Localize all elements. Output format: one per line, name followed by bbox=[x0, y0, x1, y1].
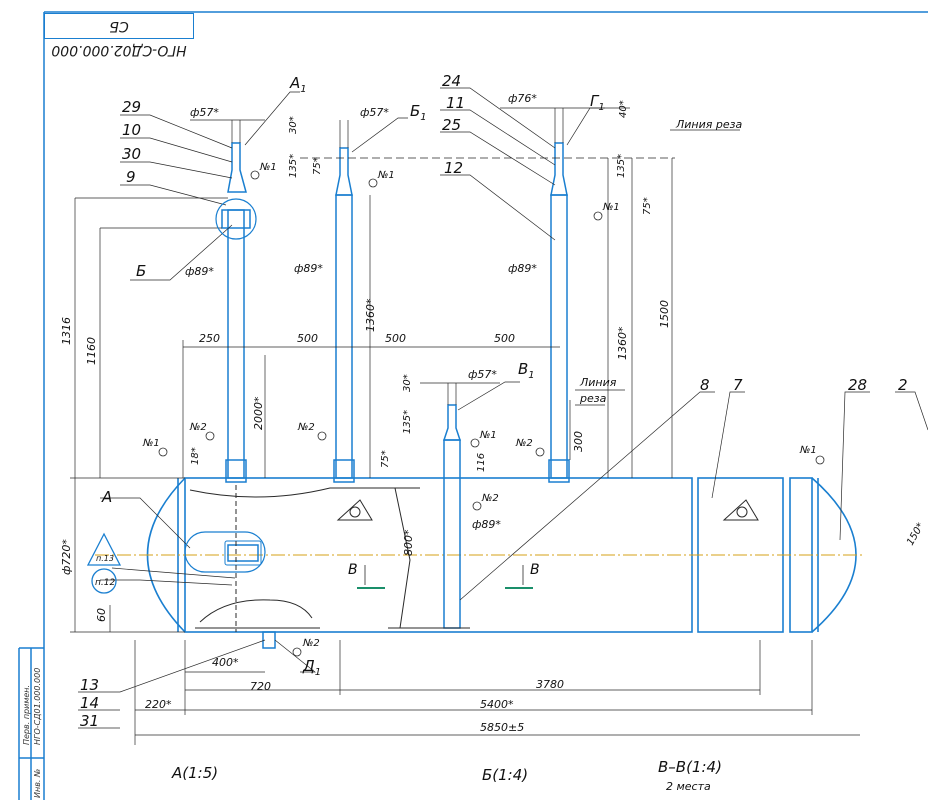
dim-h300: 300 bbox=[572, 431, 585, 452]
dim-h40: 40* bbox=[618, 100, 629, 118]
dim-d89: ф89* bbox=[508, 262, 537, 275]
dim-d89: ф89* bbox=[472, 518, 501, 531]
cut-line-label-2a: Линия bbox=[579, 376, 617, 389]
weld-label: №2 bbox=[481, 493, 499, 504]
weld-label: №1 bbox=[602, 202, 620, 213]
view-title-a: А(1:5) bbox=[171, 764, 218, 782]
view-label-a: А bbox=[101, 488, 112, 506]
weld-label: №2 bbox=[189, 422, 207, 433]
dim-h720: ф720* bbox=[60, 539, 73, 575]
weld-symbols bbox=[158, 170, 825, 657]
weld-label: №1 bbox=[479, 430, 497, 441]
drawing-frame bbox=[18, 11, 928, 800]
weld-label: №1 bbox=[142, 438, 160, 449]
side-text-first-use: Перв. примен. bbox=[22, 684, 31, 745]
dim-w250: 250 bbox=[199, 332, 220, 345]
dim-h116: 116 bbox=[476, 453, 487, 472]
dim-w5400: 5400* bbox=[480, 698, 514, 711]
weld-label: №1 bbox=[259, 162, 277, 173]
dim-d89: ф89* bbox=[185, 265, 214, 278]
dim-w720: 720 bbox=[250, 680, 271, 693]
callout-8: 8 bbox=[700, 376, 710, 394]
inner-details bbox=[189, 485, 759, 632]
weld-circle-symbol bbox=[91, 568, 117, 594]
dim-w500: 500 bbox=[385, 332, 406, 345]
weld-mark-p13: п.13 bbox=[96, 554, 114, 563]
view-title-vv: 2 места bbox=[666, 780, 711, 793]
side-text-inv: Инв. № bbox=[33, 768, 42, 798]
dim-h135: 135* bbox=[402, 410, 413, 434]
dim-h75: 75* bbox=[312, 157, 323, 175]
dim-w400: 400* bbox=[212, 656, 239, 669]
callout-7: 7 bbox=[733, 376, 743, 394]
view-label-b: Б bbox=[136, 262, 146, 280]
cut-line-label-2b: реза bbox=[579, 392, 607, 405]
callout-25: 25 bbox=[442, 116, 461, 134]
view-title-b: Б(1:4) bbox=[482, 766, 528, 784]
dim-h135: 135* bbox=[288, 154, 299, 178]
dim-d76: ф76* bbox=[508, 92, 537, 105]
dim-a150: 150* bbox=[905, 521, 927, 547]
weld-mark-p12: п.12 bbox=[95, 578, 115, 588]
dim-h1360: 1360* bbox=[616, 326, 629, 360]
weld-label: №1 bbox=[377, 170, 395, 181]
weld-triangle-symbol bbox=[86, 532, 122, 566]
dim-d57: ф57* bbox=[360, 106, 389, 119]
weld-detail-circle bbox=[215, 198, 257, 240]
dim-h800: 800* bbox=[402, 529, 415, 556]
dim-w500: 500 bbox=[494, 332, 515, 345]
dim-w3780: 3780 bbox=[536, 678, 564, 691]
dim-h2000: 2000* bbox=[252, 396, 265, 430]
callout-11: 11 bbox=[446, 94, 465, 112]
detail-a-outline bbox=[184, 531, 266, 573]
callout-24: 24 bbox=[442, 72, 461, 90]
view-label-g1: Г1 bbox=[590, 92, 605, 113]
weld-label: №1 bbox=[799, 445, 817, 456]
dim-h30: 30* bbox=[402, 374, 413, 392]
dim-h1500: 1500 bbox=[658, 300, 671, 328]
view-label-b1: Б1 bbox=[410, 102, 427, 123]
view-label-d1: Д1 bbox=[302, 657, 321, 678]
dim-w500: 500 bbox=[297, 332, 318, 345]
view-label-v1: В1 bbox=[518, 360, 535, 381]
section-label-v-right: В bbox=[530, 562, 540, 578]
weld-label: №2 bbox=[515, 438, 533, 449]
cut-line-label: Линия реза bbox=[675, 118, 742, 131]
callout-31: 31 bbox=[80, 712, 99, 730]
leader-lines bbox=[78, 87, 928, 729]
callout-9: 9 bbox=[126, 168, 136, 186]
view-title-vv-heading: В–В(1:4) bbox=[658, 758, 722, 776]
view-label-a1: А1 bbox=[289, 74, 307, 95]
weld-label: №2 bbox=[302, 638, 320, 649]
dim-w220: 220* bbox=[145, 698, 172, 711]
callout-12: 12 bbox=[444, 159, 463, 177]
callout-2: 2 bbox=[898, 376, 908, 394]
dim-d89: ф89* bbox=[294, 262, 323, 275]
dim-w5850: 5850±5 bbox=[480, 721, 524, 734]
callout-13: 13 bbox=[80, 676, 99, 694]
dim-h18: 18* bbox=[190, 447, 201, 465]
dim-h30: 30* bbox=[288, 116, 299, 134]
callout-14: 14 bbox=[80, 694, 99, 712]
dim-h75: 75* bbox=[642, 197, 653, 215]
callout-10: 10 bbox=[122, 121, 141, 139]
dim-d57: ф57* bbox=[190, 106, 219, 119]
weld-label: №2 bbox=[297, 422, 315, 433]
nozzles bbox=[221, 142, 570, 649]
dim-h1160: 1160 bbox=[85, 337, 98, 365]
dim-h1360: 1360* bbox=[364, 298, 377, 332]
callout-30: 30 bbox=[122, 145, 141, 163]
dim-h135: 135* bbox=[616, 154, 627, 178]
callout-28: 28 bbox=[848, 376, 867, 394]
dim-h1316: 1316 bbox=[60, 317, 73, 345]
side-text-designation: НГО-СД01.000.000 bbox=[33, 667, 42, 745]
dim-d57: ф57* bbox=[468, 368, 497, 381]
dimension-lines bbox=[70, 107, 860, 745]
dim-h60: 60 bbox=[95, 608, 108, 622]
dim-h75: 75* bbox=[380, 450, 391, 468]
section-label-v-left: В bbox=[348, 562, 358, 578]
callout-29: 29 bbox=[122, 98, 141, 116]
